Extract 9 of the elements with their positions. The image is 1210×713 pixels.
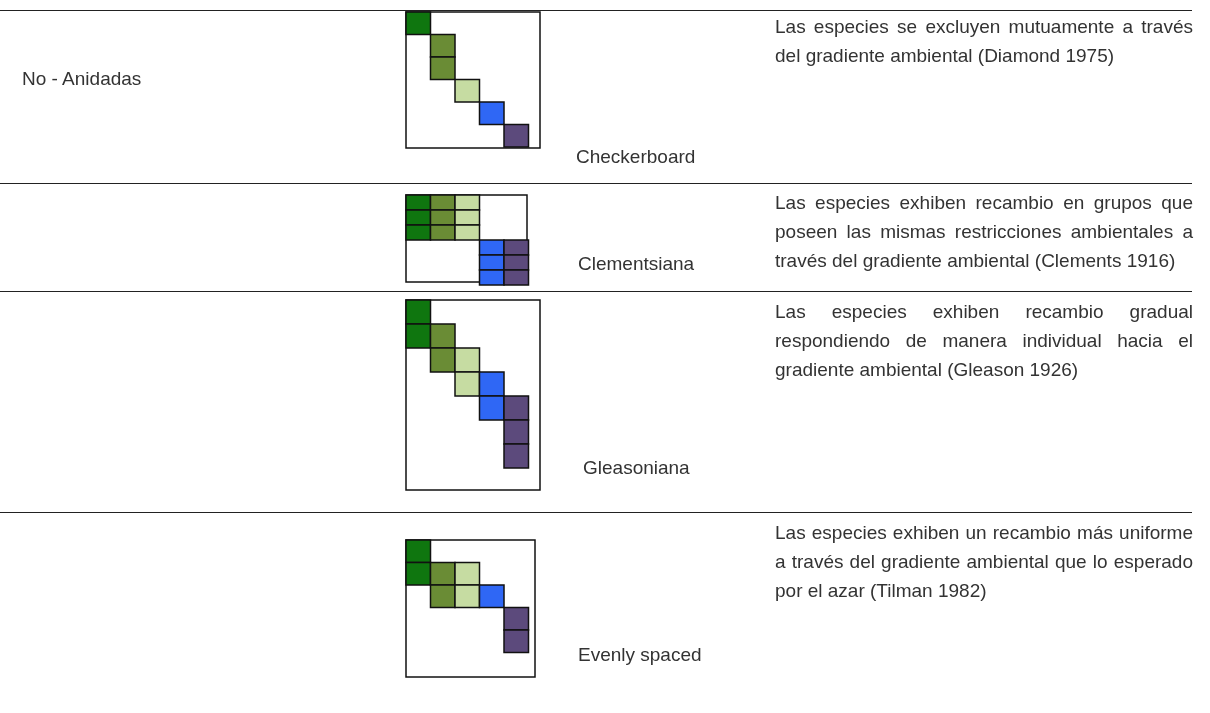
model-name: Clementsiana xyxy=(578,252,695,276)
description-text: Las especies exhiben recambio gradual respondiendo de manera individual hacia el gradiente ambiental (Gleason 1926) xyxy=(775,300,1193,382)
model-name: Checkerboard xyxy=(576,145,696,169)
model-name: Evenly spaced xyxy=(578,643,702,667)
description-text: Las especies se excluyen mutuamente a través del gradiente ambiental (Diamond 1975) xyxy=(775,15,1193,68)
description-text: Las especies exhiben recambio en grupos que poseen las mismas restricciones ambientales a través del gradiente ambiental (Clements 1916) xyxy=(775,191,1193,273)
model-name: Gleasoniana xyxy=(583,456,690,480)
description-text: Las especies exhiben un recambio más uniforme a través del gradiente ambiental que lo esperado por el azar (Tilman 1982) xyxy=(775,521,1193,603)
row-heading: No - Anidadas xyxy=(22,67,142,91)
